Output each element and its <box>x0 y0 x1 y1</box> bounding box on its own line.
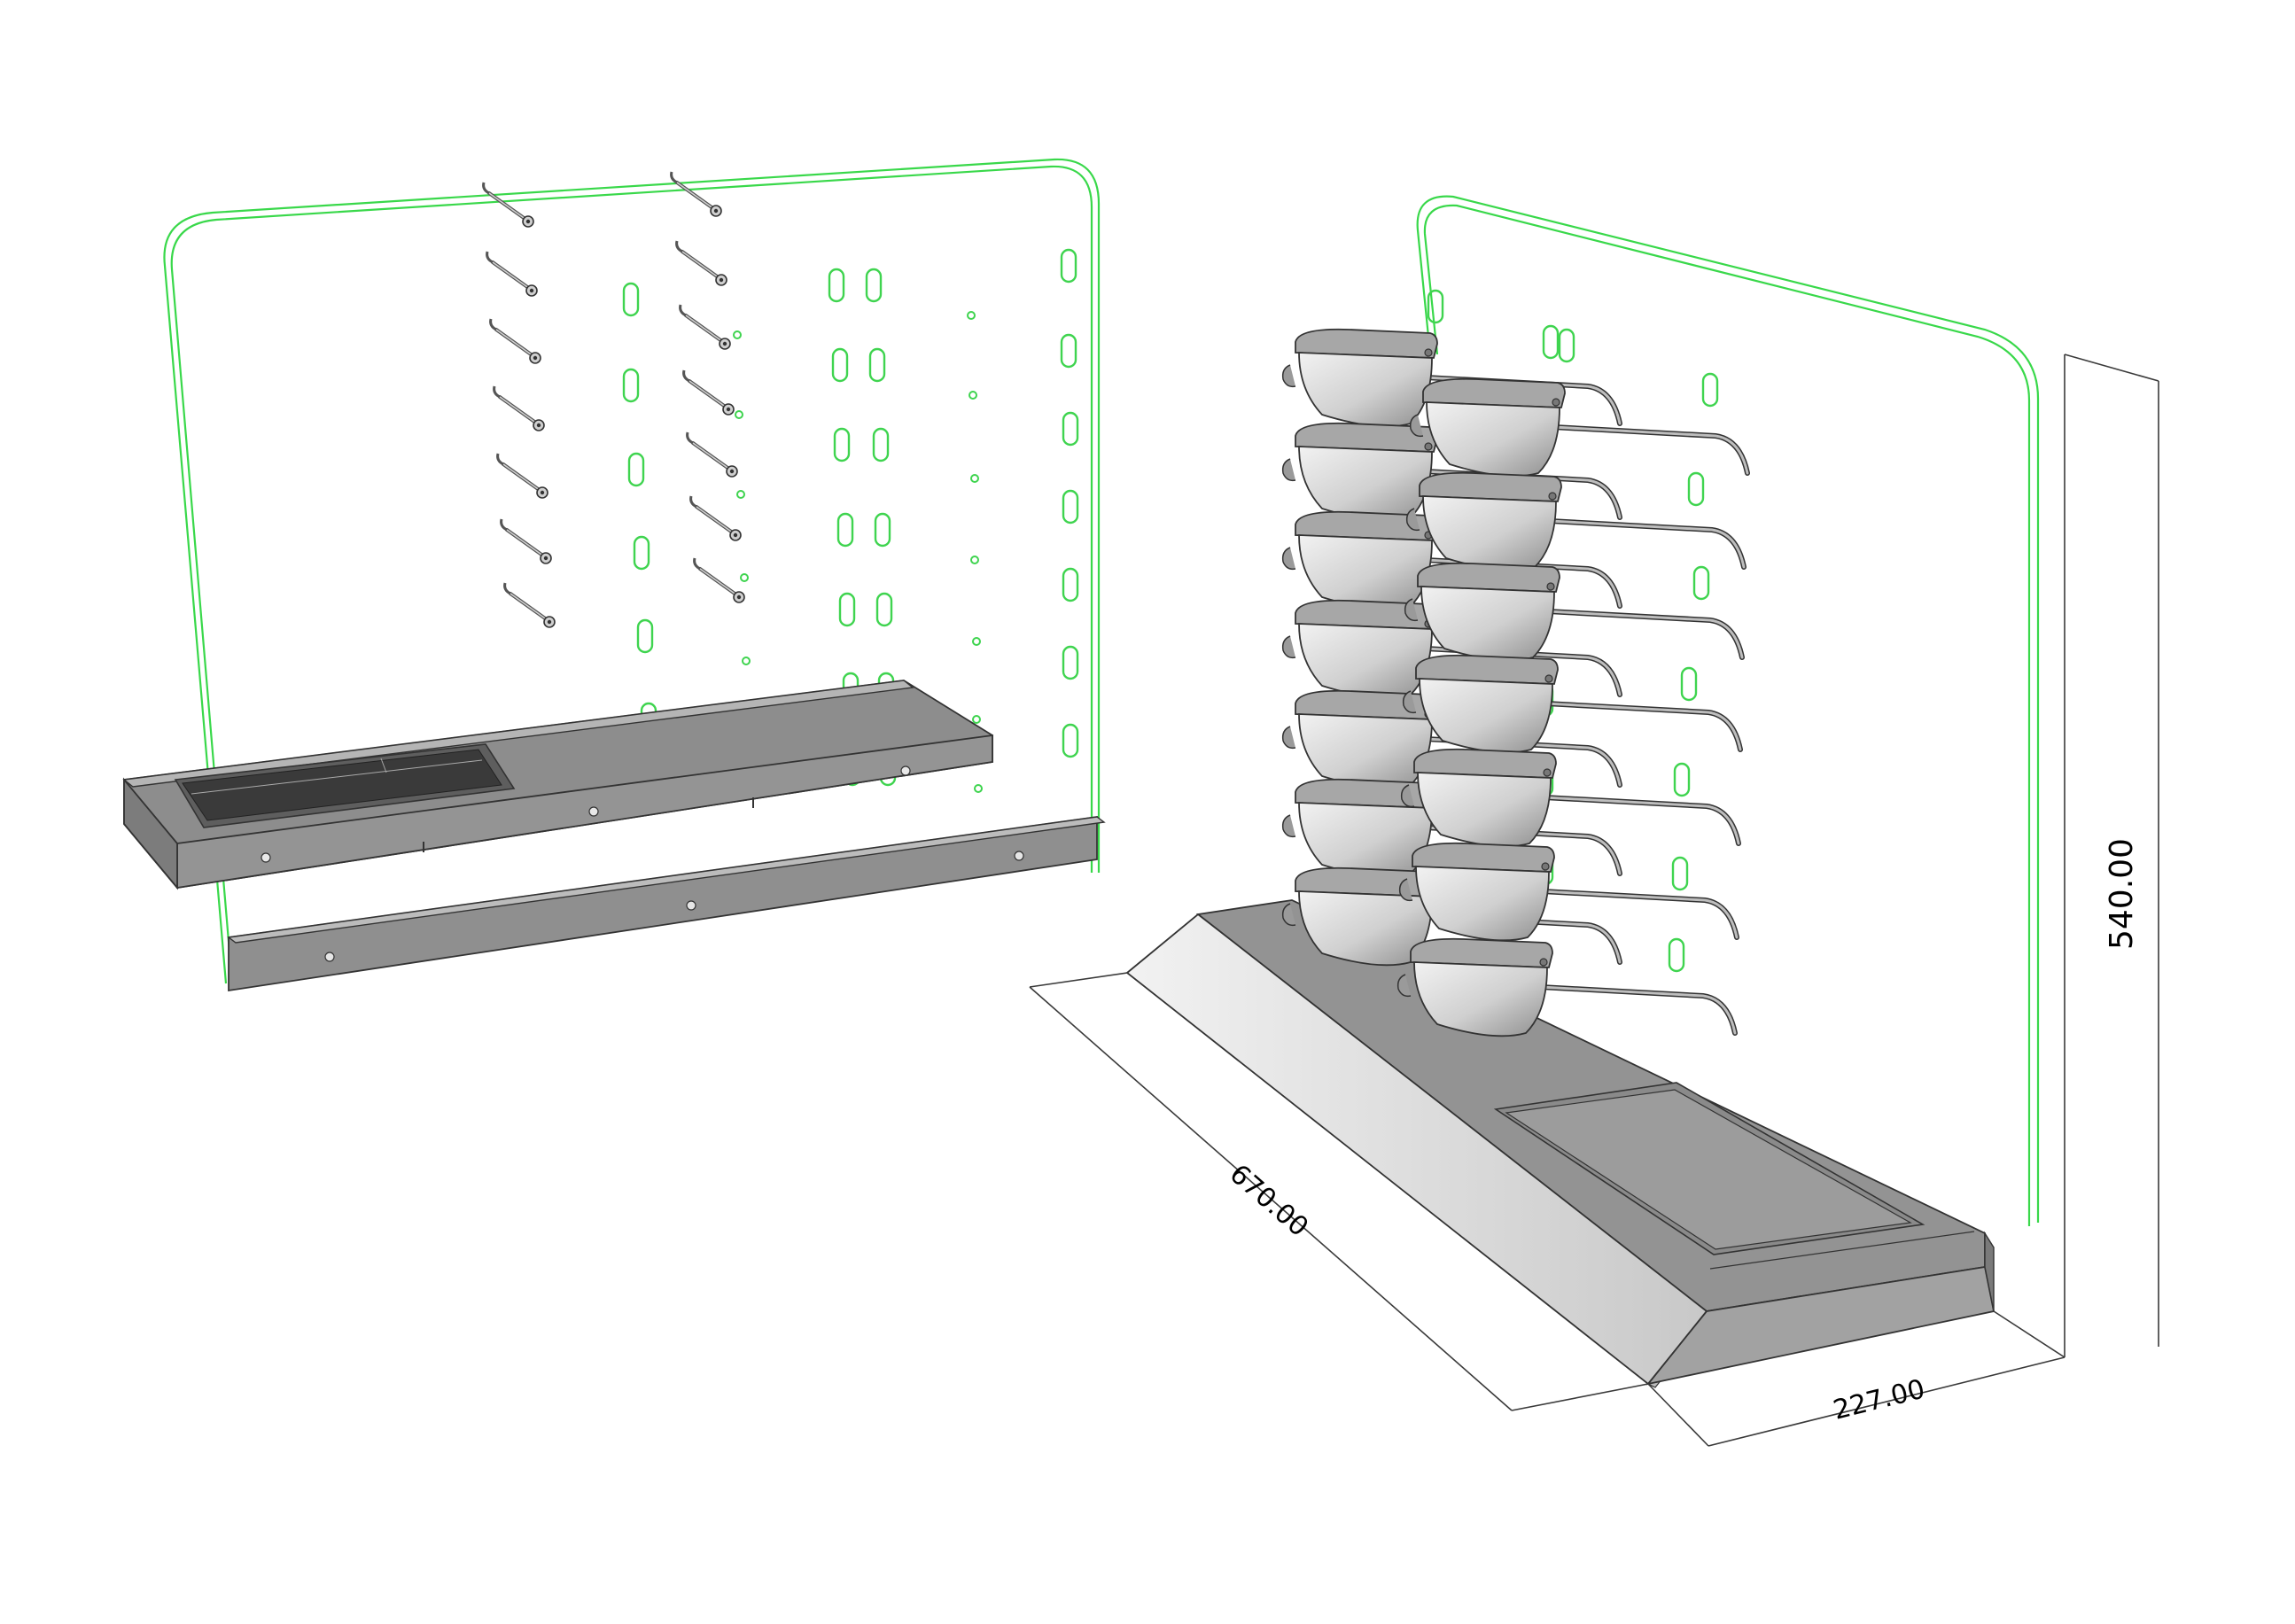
base-tray <box>122 680 993 890</box>
depth-dimension-label: 227.00 <box>1830 1373 1927 1426</box>
front-strip <box>227 815 1106 992</box>
length-dimension-label: 670.00 <box>1224 1159 1314 1243</box>
back-panel-outline <box>163 158 1101 984</box>
hooks-column-2 <box>669 170 746 604</box>
panel-small-holes <box>733 311 983 793</box>
exploded-view <box>122 158 1106 992</box>
assembled-base <box>1125 899 1995 1388</box>
dimension-lines <box>1029 354 2159 1447</box>
hooks-column-1 <box>481 181 556 629</box>
assembled-view: 670.00 227.00 540.00 <box>1029 195 2159 1447</box>
assembled-panel-outline <box>1416 195 2040 1223</box>
height-dimension-label: 540.00 <box>2104 838 2140 950</box>
